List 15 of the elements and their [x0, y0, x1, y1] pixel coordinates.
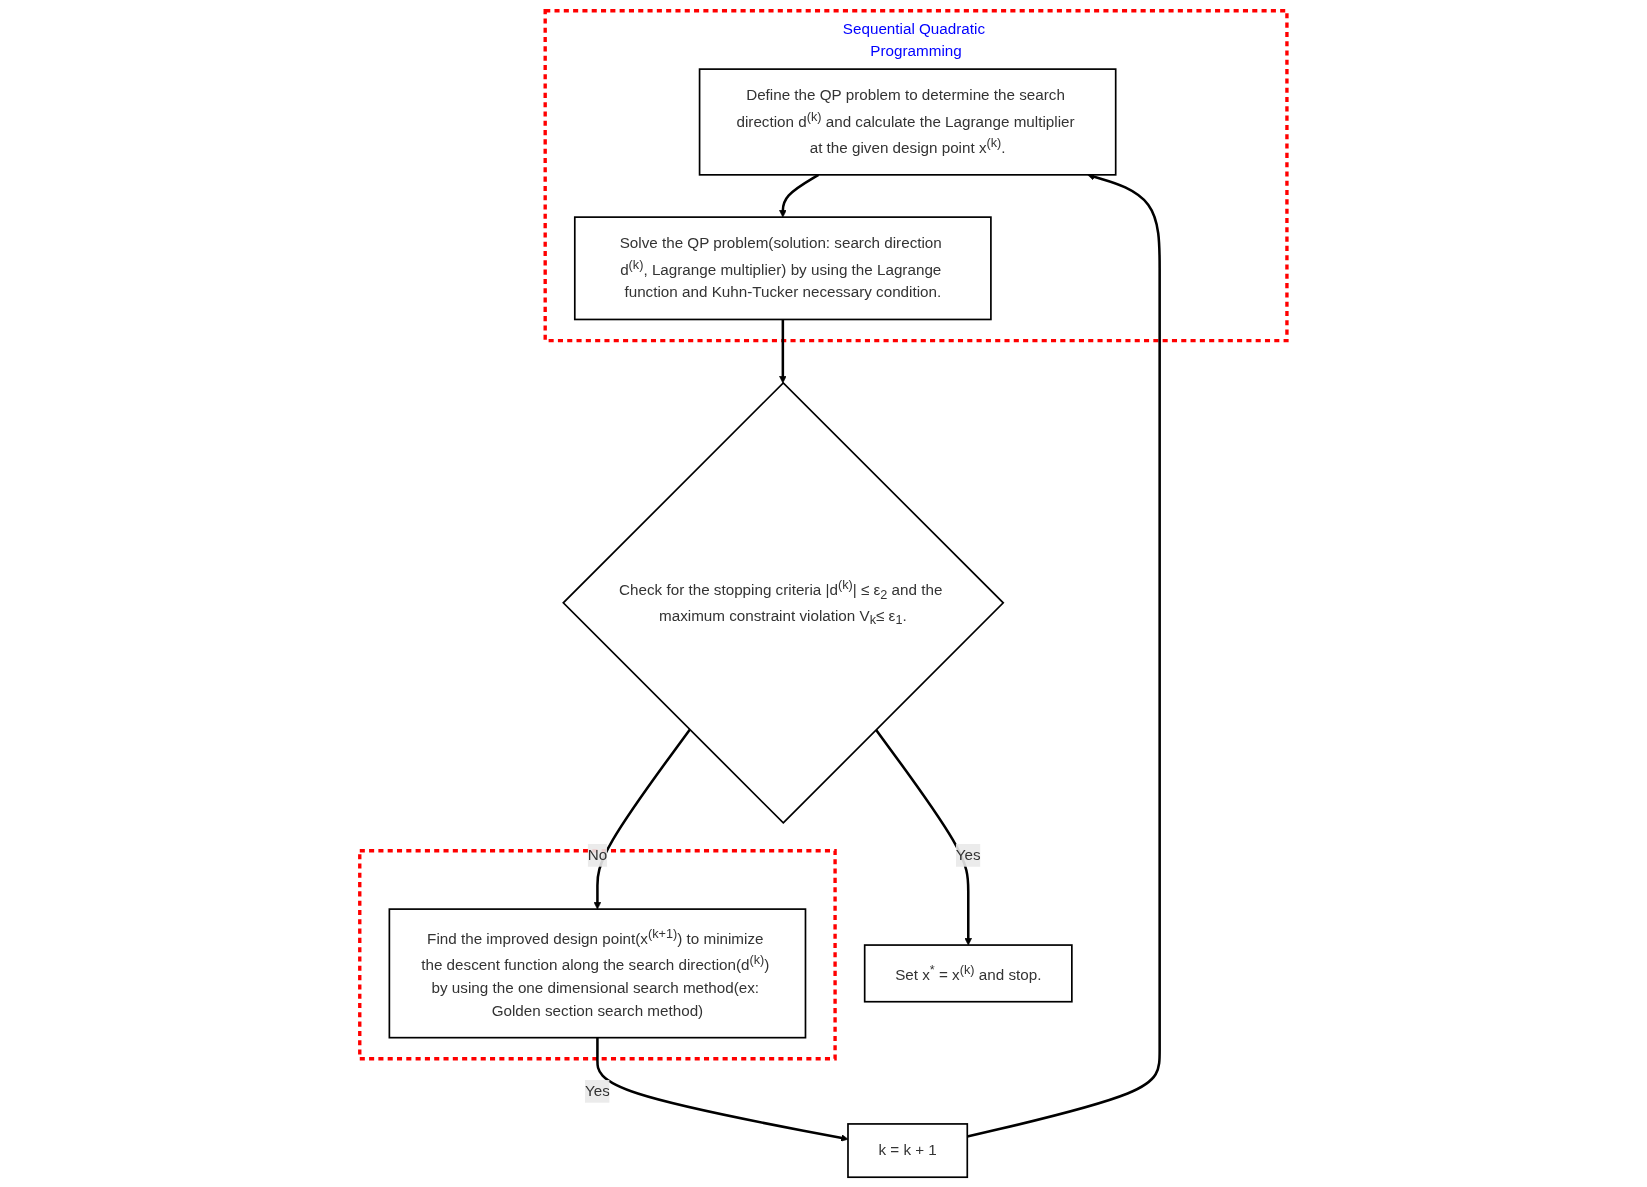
node-box: Find the improved design point(x$^{(k+1)}$) to minimize the descent function along the search direction(d$^{(k)}$) by using the one dimensional search method(ex: Golden section search method)	[388, 907, 807, 1038]
edge-label: Yes	[585, 1081, 610, 1099]
arrow	[779, 173, 820, 217]
node-box: Solve the QP problem(solution: search direction d$^{(k)}$, Lagrange multiplier) by using the Lagrange function and Kuhn-Tucker necessary condition.	[574, 215, 992, 320]
arrow	[596, 1037, 849, 1142]
arrow	[875, 728, 973, 945]
edge-label: Yes	[955, 846, 981, 863]
edge-label: No	[587, 846, 608, 863]
node-box: Set x$^{*}$ = x$^{(k)}$ and stop.	[863, 943, 1073, 1003]
node-diamond: Check for the stopping criteria |d$^{(k)}$| ≤ ε$_{2}$ and the maximum constraint violation V$_{k}$≤ ε$_{1}$.	[562, 381, 1005, 824]
arrow	[779, 318, 787, 383]
node-box: k = k + 1	[847, 1122, 969, 1178]
node-box: Define the QP problem to determine the search direction d$^{(k)}$ and calculate the Lagrange multiplier at the given design point x$^{(k)}$.	[698, 67, 1117, 176]
arrow	[593, 728, 691, 909]
cluster	[358, 848, 837, 1060]
